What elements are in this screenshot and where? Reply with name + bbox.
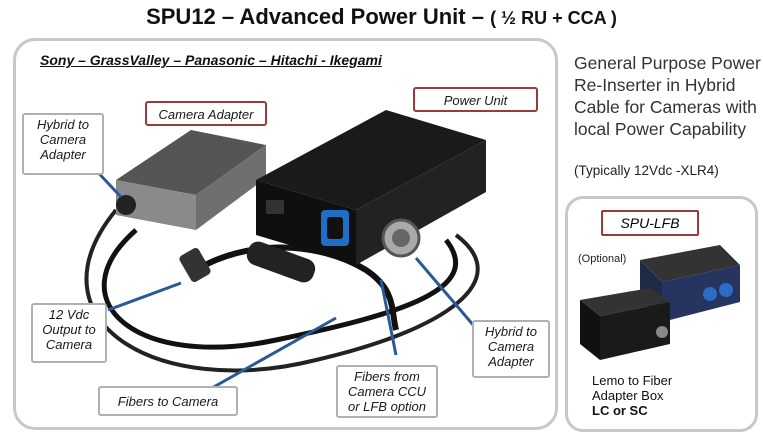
- title-sub: ( ½ RU + CCA ): [490, 8, 617, 28]
- fiber-connector: [246, 241, 316, 283]
- title-main: SPU12 – Advanced Power Unit –: [146, 4, 484, 29]
- side-panel: [565, 196, 758, 432]
- equipment-illustration: [84, 110, 488, 399]
- callout-12vdc-output: 12 Vdc Output to Camera: [31, 303, 107, 363]
- lfb-box-illustration: [580, 245, 740, 360]
- callout-fibers-to-camera: Fibers to Camera: [98, 386, 238, 416]
- lemo-line-3: LC or SC: [592, 403, 648, 418]
- hybrid-cable-loop: [101, 228, 459, 350]
- spu-lfb-label: SPU-LFB: [601, 210, 699, 236]
- description: General Purpose Power Re-Inserter in Hyb…: [574, 53, 761, 139]
- page-title: SPU12 – Advanced Power Unit – ( ½ RU + C…: [0, 4, 763, 30]
- brands-line: Sony – GrassValley – Panasonic – Hitachi…: [40, 52, 382, 68]
- callout-camera-adapter: Camera Adapter: [145, 101, 267, 126]
- power-unit-box: [256, 110, 486, 265]
- main-panel: [13, 38, 558, 430]
- hybrid-cable-outer: [84, 208, 480, 373]
- lemo-line-1: Lemo to Fiber: [592, 373, 673, 388]
- callout-fibers-from-ccu: Fibers from Camera CCU or LFB option: [336, 365, 438, 418]
- xlr-connector: [179, 247, 211, 283]
- lemo-line-2: Adapter Box: [592, 388, 664, 403]
- optional-label: (Optional): [578, 253, 627, 265]
- callout-hybrid-left: Hybrid to Camera Adapter: [22, 113, 104, 175]
- camera-adapter-box: [116, 130, 266, 230]
- description-small: (Typically 12Vdc -XLR4): [574, 163, 719, 178]
- callout-power-unit: Power Unit: [413, 87, 538, 112]
- lemo-description: Lemo to Fiber Adapter Box LC or SC: [592, 373, 672, 418]
- callout-hybrid-right: Hybrid to Camera Adapter: [472, 320, 550, 378]
